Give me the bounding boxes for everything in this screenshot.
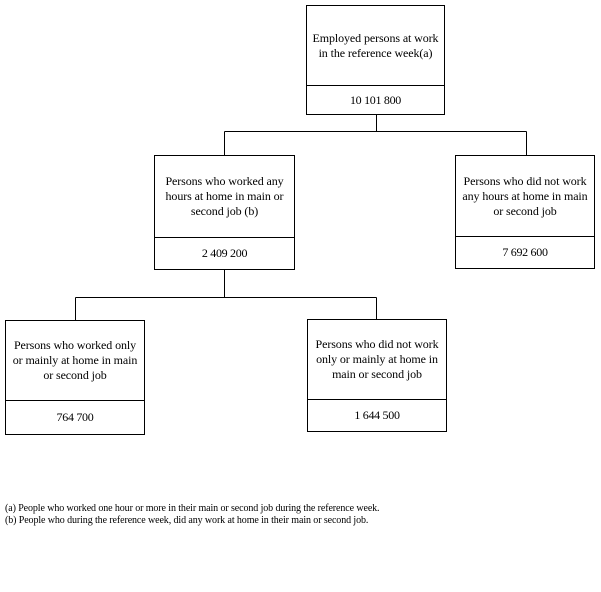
node-did-not-work-any-hours-at-home: Persons who did not work any hours at ho… xyxy=(455,155,595,269)
node-did-not-work-any-hours-at-home-value: 7 692 600 xyxy=(502,245,548,259)
node-employed-persons-label: Employed persons at work in the referenc… xyxy=(307,6,444,86)
node-did-not-work-only-mainly-at-home: Persons who did not work only or mainly … xyxy=(307,319,447,432)
node-employed-persons: Employed persons at work in the referenc… xyxy=(306,5,445,115)
node-did-not-work-only-mainly-at-home-value: 1 644 500 xyxy=(354,408,400,422)
node-did-not-work-only-mainly-at-home-label: Persons who did not work only or mainly … xyxy=(308,320,446,400)
node-worked-any-hours-at-home: Persons who worked any hours at home in … xyxy=(154,155,295,270)
node-worked-any-hours-at-home-label: Persons who worked any hours at home in … xyxy=(155,156,294,238)
footnote-a: (a) People who worked one hour or more i… xyxy=(5,503,380,514)
node-worked-only-mainly-at-home: Persons who worked only or mainly at hom… xyxy=(5,320,145,435)
node-worked-only-mainly-at-home-value: 764 700 xyxy=(56,410,94,424)
node-worked-only-mainly-at-home-label: Persons who worked only or mainly at hom… xyxy=(6,321,144,401)
footnotes: (a) People who worked one hour or more i… xyxy=(5,503,380,527)
node-worked-any-hours-at-home-value: 2 409 200 xyxy=(201,246,248,260)
footnote-b: (b) People who during the reference week… xyxy=(5,515,369,526)
node-did-not-work-any-hours-at-home-label: Persons who did not work any hours at ho… xyxy=(456,156,594,237)
node-employed-persons-value: 10 101 800 xyxy=(349,92,401,107)
